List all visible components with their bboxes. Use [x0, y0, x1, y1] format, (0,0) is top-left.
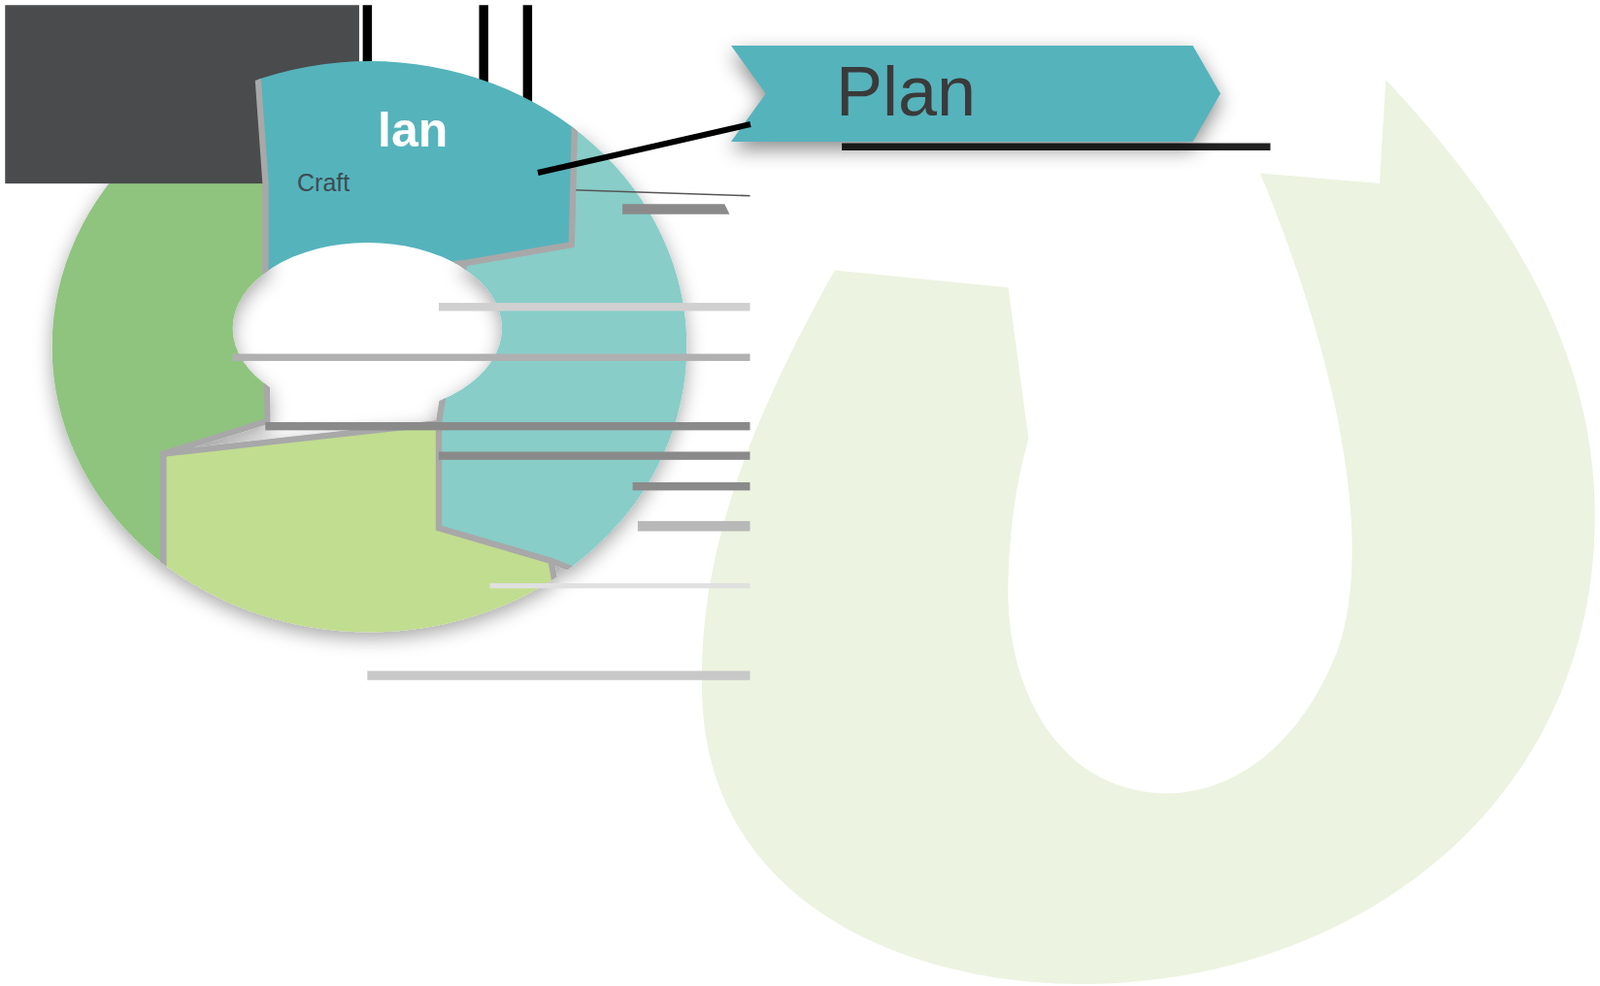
title-banner: Plan	[731, 45, 1221, 142]
chart-segment: lanCraft	[255, 61, 577, 264]
node-sublabel: Craft	[297, 169, 350, 198]
connector-line	[537, 124, 751, 173]
node-label: lan	[377, 103, 448, 158]
node-label: Plan	[835, 53, 976, 131]
glitch-lines	[233, 203, 751, 681]
underline-bar	[841, 143, 1270, 151]
donut-segment	[163, 423, 571, 673]
segment-outline	[255, 61, 577, 264]
swirl-watermark	[701, 79, 1596, 985]
